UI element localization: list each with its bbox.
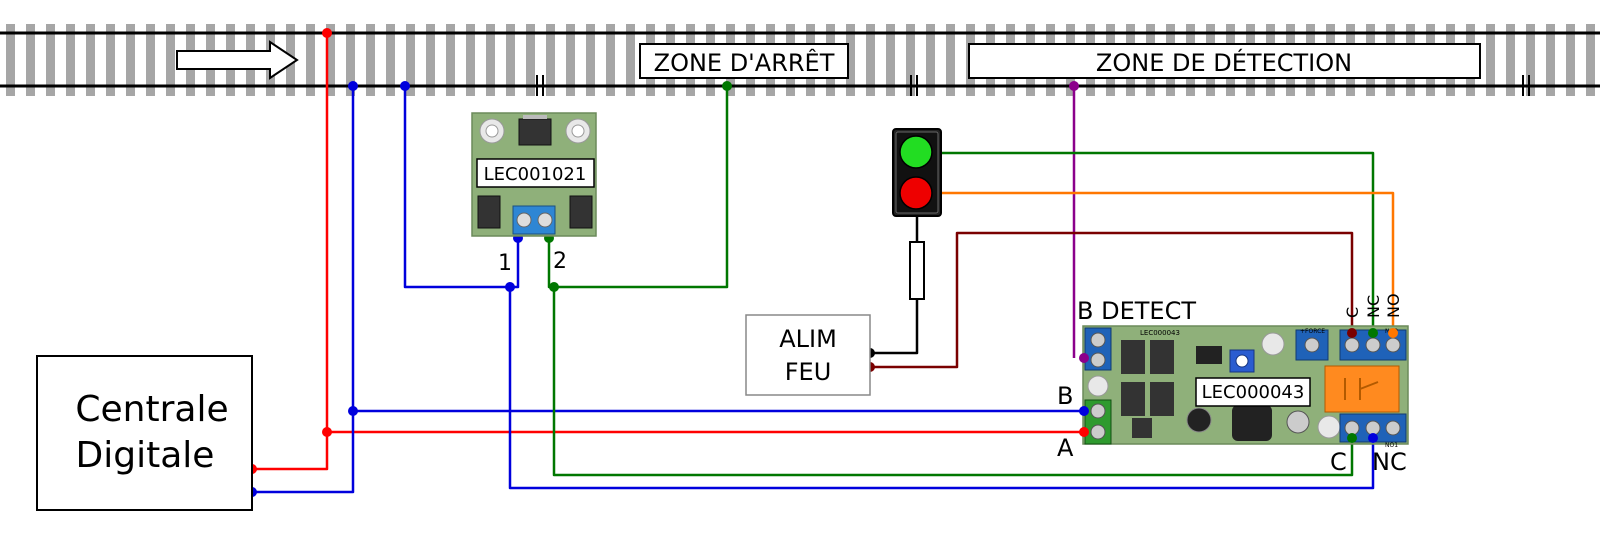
wire-darkred-common xyxy=(870,231,1354,369)
wire-black-signal xyxy=(870,299,919,355)
relay-nc-top-label: NC xyxy=(1364,295,1383,318)
module-lec000043: LEC000043 +FORCE NO2 NO1 LEC000043 xyxy=(1082,325,1409,449)
zone-detection-text: ZONE DE DÉTECTION xyxy=(1096,48,1352,77)
relay-c-top-label: C xyxy=(1343,307,1362,318)
module-b-connections xyxy=(1079,328,1398,443)
pin-b-label: B xyxy=(1057,382,1073,410)
centrale-line1: Centrale xyxy=(75,389,228,430)
capacitor-icon xyxy=(1186,407,1310,434)
signal-light-icon xyxy=(892,128,942,217)
wire-green-zone-to-pin2 xyxy=(554,86,729,289)
pcb-text-b: +FORCE xyxy=(1300,328,1325,335)
zone-detection-label: ZONE DE DÉTECTION xyxy=(968,43,1481,79)
relay-no-top-label: NO xyxy=(1384,293,1403,318)
wire-junctions xyxy=(247,28,1079,497)
centrale-digitale-box: Centrale Digitale xyxy=(36,355,253,511)
wire-orange-signal xyxy=(936,191,1395,333)
pin-a-label: A xyxy=(1057,434,1074,462)
rail-isolation-joint xyxy=(536,75,1530,96)
wire-blue-pin1-to-nc xyxy=(508,287,1375,490)
pcb-text-d: NO1 xyxy=(1385,442,1398,449)
centrale-line2: Digitale xyxy=(76,435,215,476)
alim-feu-box: ALIM FEU xyxy=(745,314,871,396)
potentiometer-icon xyxy=(1229,349,1255,373)
wire-blue-centrale xyxy=(252,86,355,494)
wire-blue-rail-to-pin1 xyxy=(403,86,520,289)
module-b-label: LEC000043 xyxy=(1202,382,1305,403)
module-lec001021: LEC001021 1 2 xyxy=(471,112,597,276)
wire-green-signal xyxy=(936,151,1375,333)
module-a-label: LEC001021 xyxy=(484,164,587,185)
pcb-text-a: LEC000043 xyxy=(1140,329,1180,337)
relay-c-bottom-label: C xyxy=(1330,448,1347,476)
wire-green-pin2-to-c xyxy=(547,238,1354,477)
wire-red-centrale xyxy=(252,33,329,471)
zone-arret-text: ZONE D'ARRÊT xyxy=(654,48,835,77)
alim-line1: ALIM xyxy=(779,325,837,353)
resistor-icon xyxy=(909,241,925,300)
direction-arrow-icon xyxy=(176,40,299,80)
b-detect-label: B DETECT xyxy=(1077,297,1196,325)
alim-line2: FEU xyxy=(785,358,832,386)
relay-icon xyxy=(1324,365,1400,413)
relay-nc-bottom-label: NC xyxy=(1372,448,1407,476)
module-a-pin1-label: 1 xyxy=(498,251,512,276)
zone-arret-label: ZONE D'ARRÊT xyxy=(639,43,849,79)
module-a-pin2-label: 2 xyxy=(553,249,567,274)
